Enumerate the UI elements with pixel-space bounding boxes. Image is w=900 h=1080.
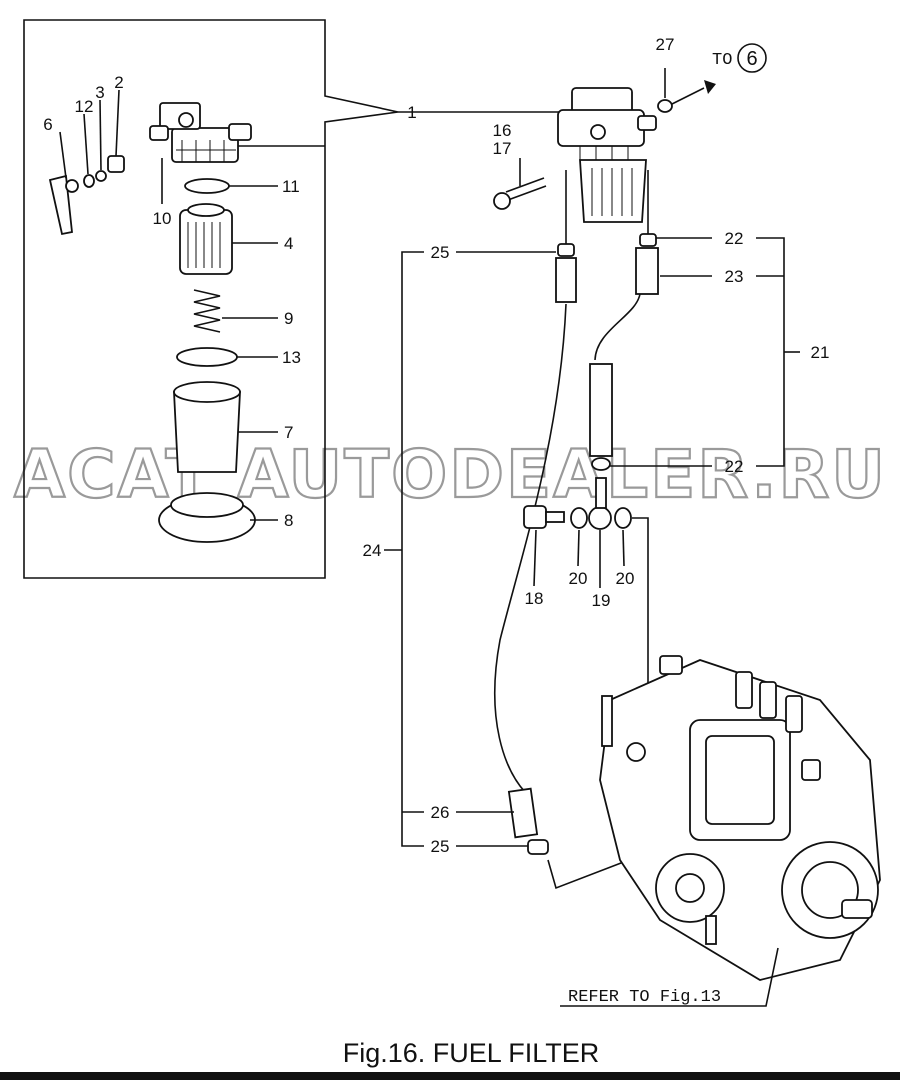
figure-caption: Fig.16. FUEL FILTER	[343, 1038, 600, 1068]
spring-9	[193, 289, 221, 333]
filter-bowl-assembly	[579, 159, 647, 223]
hose-clip-25-bottom	[527, 839, 549, 855]
hose-clip-22-bottom	[591, 457, 611, 471]
ref-circle	[737, 43, 767, 73]
callout-18: 18	[525, 589, 544, 608]
callout-4: 4	[284, 234, 293, 253]
callout-16: 16	[493, 121, 512, 140]
hose-clip-22-top	[639, 233, 657, 247]
callout-22-bottom: 22	[725, 457, 744, 476]
o-ring-13	[176, 347, 238, 367]
o-ring-12	[83, 174, 95, 188]
filter-head-assembly	[557, 87, 657, 166]
filter-cup-7	[173, 381, 241, 473]
filter-element-4	[179, 203, 233, 275]
to-fig6-note: TO 6	[712, 43, 767, 73]
to-note-ref: 6	[746, 48, 757, 70]
hose-clip-25-top	[557, 243, 575, 257]
callout-23: 23	[725, 267, 744, 286]
fuel-hose-21	[594, 293, 641, 361]
retaining-ring-8	[158, 492, 256, 543]
callout-25-bottom: 25	[431, 837, 450, 856]
callout-13: 13	[282, 348, 301, 367]
filter-head-detail	[149, 102, 252, 163]
fuel-hose-sleeve	[589, 363, 613, 457]
mounting-bolt-16-17	[493, 177, 547, 210]
spring-3	[95, 170, 107, 182]
callout-20-left: 20	[569, 569, 588, 588]
cock-lever	[48, 174, 73, 236]
callout-2: 2	[114, 73, 123, 92]
callout-10: 10	[153, 209, 172, 228]
bottom-border	[0, 1072, 900, 1080]
lever-pivot	[65, 179, 79, 193]
detail-box-frame	[23, 19, 399, 579]
callout-19: 19	[592, 591, 611, 610]
hose-end-23	[635, 247, 659, 295]
callout-21: 21	[811, 343, 830, 362]
to-note-prefix: TO	[712, 51, 732, 70]
fuel-hose-24	[493, 303, 567, 793]
callout-9: 9	[284, 309, 293, 328]
watermark-text: ACAT AUTODEALER.RU	[14, 436, 887, 513]
callout-27: 27	[656, 35, 675, 54]
eye-bolt-group	[523, 477, 632, 530]
injection-pump	[599, 655, 881, 981]
callout-24: 24	[363, 541, 382, 560]
callout-8: 8	[284, 511, 293, 530]
washer-27	[657, 99, 673, 113]
callout-25-top: 25	[431, 243, 450, 262]
callout-17: 17	[493, 139, 512, 158]
callout-3: 3	[95, 83, 104, 102]
callout-6: 6	[43, 115, 52, 134]
arrow-to-fig6	[704, 80, 716, 94]
plug-2	[107, 155, 125, 173]
o-ring-11	[184, 178, 230, 194]
callout-12: 12	[75, 97, 94, 116]
callout-11: 11	[282, 177, 300, 196]
refer-note: REFER TO Fig.13	[568, 988, 721, 1007]
hose-end-26	[507, 787, 539, 839]
callout-1: 1	[407, 103, 416, 122]
callout-22-top: 22	[725, 229, 744, 248]
callout-20-right: 20	[616, 569, 635, 588]
hose-end-upper	[555, 257, 577, 303]
callout-7: 7	[284, 423, 293, 442]
callout-26: 26	[431, 803, 450, 822]
